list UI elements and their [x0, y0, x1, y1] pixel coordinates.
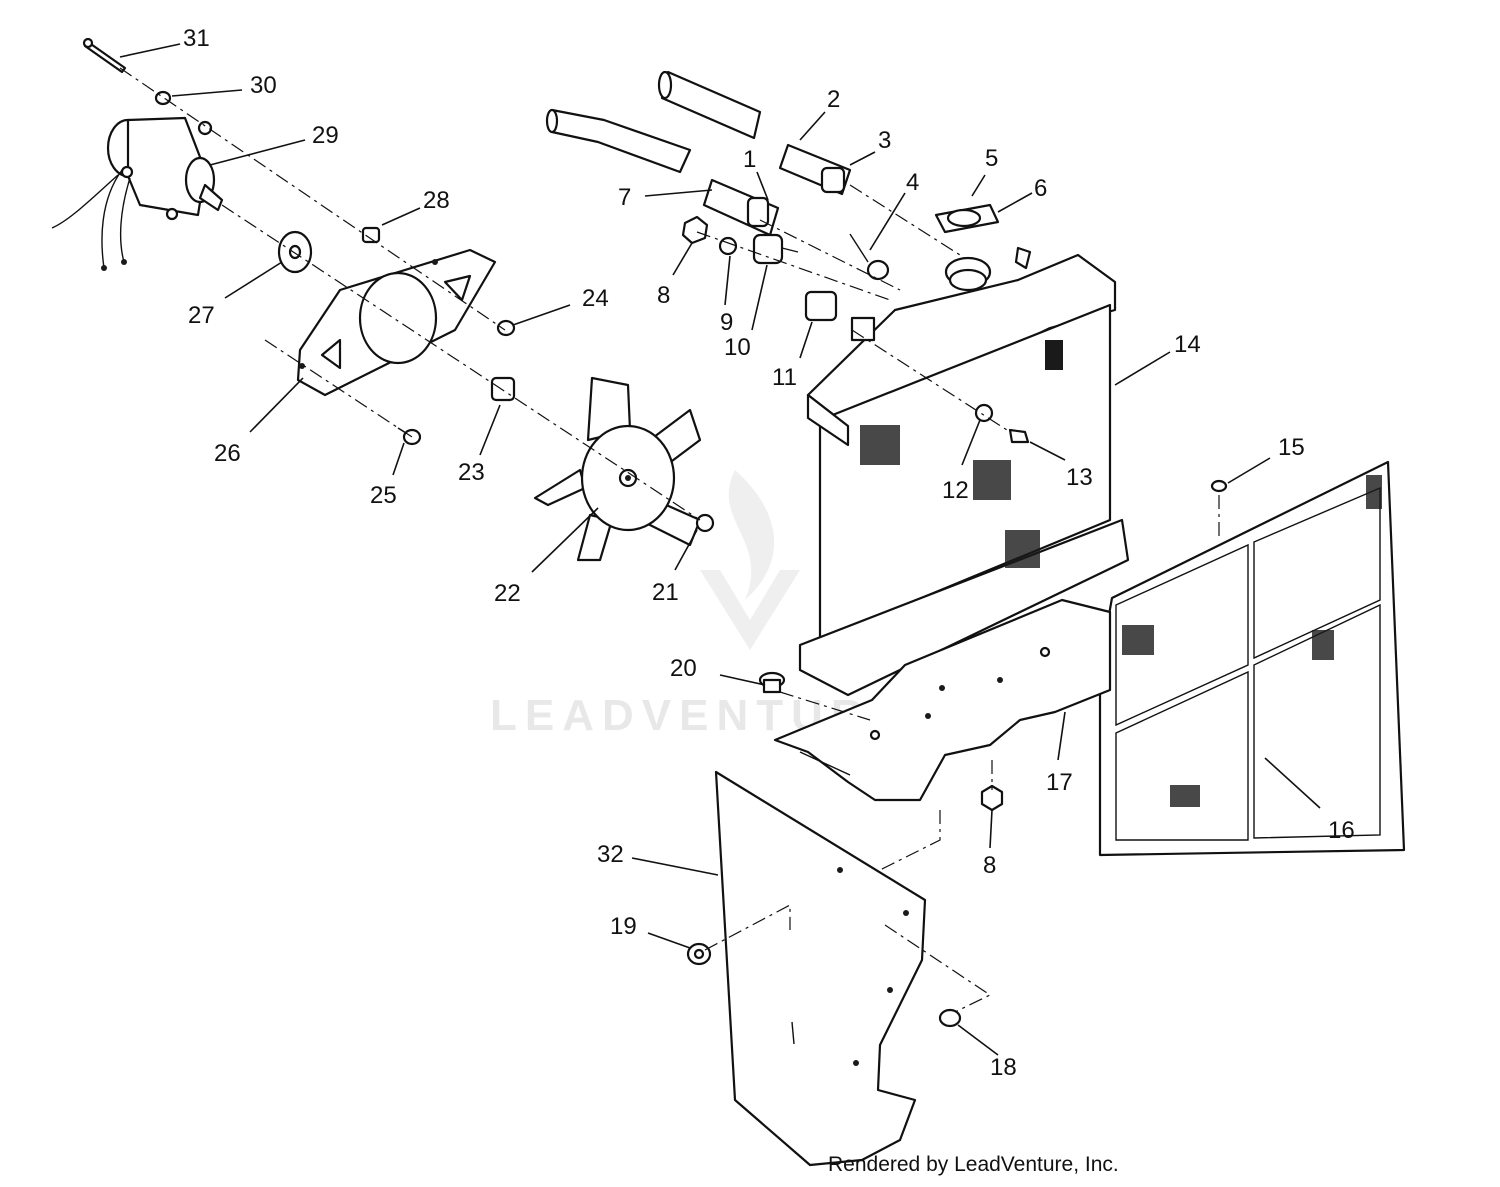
callout-25: 24 — [582, 285, 609, 312]
nut — [496, 319, 516, 337]
washer — [718, 236, 738, 256]
callout-13: 13 — [1066, 464, 1093, 491]
washer — [686, 942, 712, 966]
callout-8-lower: 8 — [983, 852, 996, 879]
callout-labels: 31 30 29 28 27 24 26 25 23 22 21 1 2 3 4… — [183, 25, 1355, 1081]
mounting-bracket — [773, 598, 1112, 802]
callout-15: 15 — [1278, 434, 1305, 461]
nut — [681, 215, 709, 245]
screw — [1210, 479, 1228, 493]
callout-26: 25 — [370, 482, 397, 509]
hose-section — [778, 143, 852, 196]
callout-29: 28 — [423, 187, 450, 214]
shroud-panel — [714, 770, 927, 1167]
bolt — [82, 37, 127, 74]
radiator-screen — [1098, 460, 1406, 857]
callout-24: 23 — [458, 459, 485, 486]
radiator-cap — [934, 203, 1000, 234]
hose-section — [702, 178, 780, 237]
lower-hose — [545, 108, 692, 174]
callout-9: 9 — [720, 309, 733, 336]
callout-4: 4 — [906, 169, 919, 196]
callout-2: 2 — [827, 86, 840, 113]
callout-6: 6 — [1034, 175, 1047, 202]
assembly-centerlines — [119, 67, 1220, 1013]
nut — [695, 513, 715, 533]
callout-17: 17 — [1046, 769, 1073, 796]
callout-12: 12 — [942, 477, 969, 504]
washer — [974, 403, 994, 423]
upper-hose — [657, 70, 762, 140]
callout-31: 30 — [250, 72, 277, 99]
callout-10: 10 — [724, 334, 751, 361]
drain-valve — [849, 233, 890, 281]
callout-3: 3 — [878, 127, 891, 154]
sensor — [752, 233, 799, 265]
callout-21: 20 — [670, 655, 697, 682]
callout-19: 19 — [610, 913, 637, 940]
starter-motor — [51, 116, 224, 271]
callout-18: 18 — [990, 1054, 1017, 1081]
callout-32: 31 — [183, 25, 210, 52]
render-credit: Rendered by LeadVenture, Inc. — [828, 1153, 1119, 1176]
callout-11: 11 — [772, 364, 797, 391]
spacer — [361, 226, 381, 244]
leader-lines — [119, 43, 1321, 1056]
bolt — [1008, 428, 1030, 444]
callout-14: 14 — [1174, 331, 1201, 358]
callout-8: 8 — [657, 282, 670, 309]
callout-1: 1 — [743, 146, 756, 173]
sleeve — [804, 290, 838, 322]
callout-7: 7 — [618, 184, 631, 211]
callout-28: 27 — [188, 302, 215, 329]
callout-30: 29 — [312, 122, 339, 149]
cooling-fan — [533, 376, 702, 562]
callout-27: 26 — [214, 440, 241, 467]
callout-16: 16 — [1328, 817, 1355, 844]
mounting-plate — [296, 248, 497, 397]
callout-20: 32 — [597, 841, 624, 868]
bushing — [277, 230, 313, 274]
nut — [980, 784, 1004, 812]
screw — [938, 1008, 962, 1028]
spacer — [490, 376, 516, 402]
callout-22: 21 — [652, 579, 679, 606]
radiator — [798, 246, 1130, 697]
callout-23: 22 — [494, 580, 521, 607]
grommet — [758, 671, 786, 694]
callout-5: 5 — [985, 145, 998, 172]
